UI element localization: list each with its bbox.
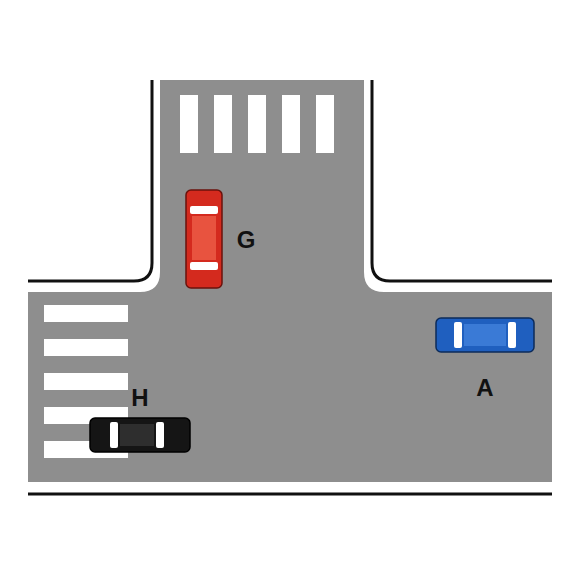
car-a: [436, 318, 534, 352]
road-surface: [28, 80, 552, 482]
car-letter: G: [237, 228, 256, 252]
car-g: [186, 190, 222, 288]
car-h: [90, 418, 190, 452]
zebra-crossing: [44, 305, 128, 458]
curb-line: [28, 493, 552, 496]
zebra-crossing: [180, 95, 334, 153]
curb-line: [28, 80, 152, 281]
car-letter: H: [131, 386, 148, 410]
car-letter: A: [476, 376, 493, 400]
curb-line: [372, 80, 552, 281]
